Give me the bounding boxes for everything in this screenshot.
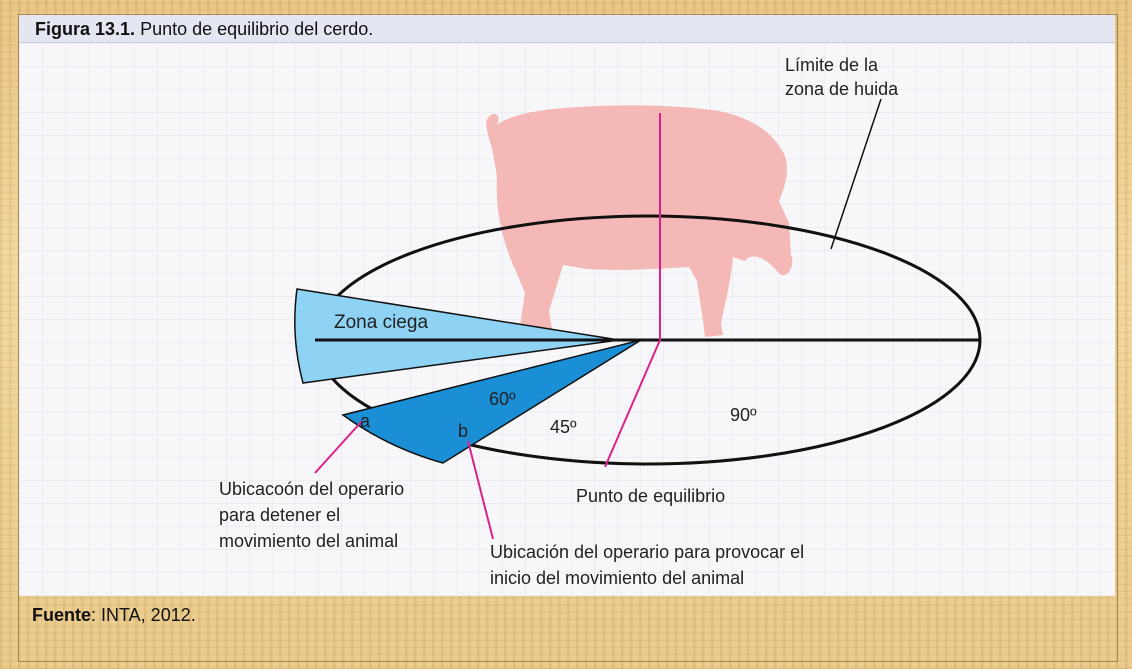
operator-stop-label-line3: movimiento del animal (219, 531, 398, 551)
blind-zone-wedge (294, 288, 620, 384)
operator-stop-label-line2: para detener el (219, 505, 340, 525)
angle-90-label: 90º (730, 405, 757, 425)
figure-title: Punto de equilibrio del cerdo. (140, 19, 374, 39)
pig-silhouette (486, 105, 793, 339)
flight-limit-pointer (830, 98, 882, 250)
point-a-label: a (360, 411, 371, 431)
point-a-pointer (314, 420, 363, 474)
pig-balance-point-diagram: Límite de la zona de huida Zona ciega 60… (19, 43, 1115, 596)
operator-start-label-line1: Ubicación del operario para provocar el (490, 542, 804, 562)
operator-stop-label-line1: Ubicacoón del operario (219, 479, 404, 499)
page-frame (18, 14, 1118, 662)
point-b-pointer (467, 440, 494, 540)
figure-panel: Límite de la zona de huida Zona ciega 60… (19, 43, 1115, 596)
flight-limit-label-line1: Límite de la (785, 55, 879, 75)
angle-45-label: 45º (550, 417, 577, 437)
balance-point-label: Punto de equilibrio (576, 486, 725, 506)
blind-zone-label: Zona ciega (334, 312, 428, 333)
angle-60-label: 60º (489, 389, 516, 409)
operator-start-label-line2: inicio del movimiento del animal (490, 568, 744, 588)
source-text: : INTA, 2012. (91, 605, 196, 625)
point-b-label: b (458, 421, 468, 441)
figure-caption: Figura 13.1. Punto de equilibrio del cer… (19, 15, 1115, 43)
balance-line-lower (604, 339, 661, 468)
figure-source: Fuente: INTA, 2012. (32, 605, 196, 626)
flight-limit-label-line2: zona de huida (785, 79, 899, 99)
figure-number: Figura 13.1. (35, 19, 136, 39)
operator-zone-wedge (341, 339, 642, 464)
source-label: Fuente (32, 605, 92, 625)
